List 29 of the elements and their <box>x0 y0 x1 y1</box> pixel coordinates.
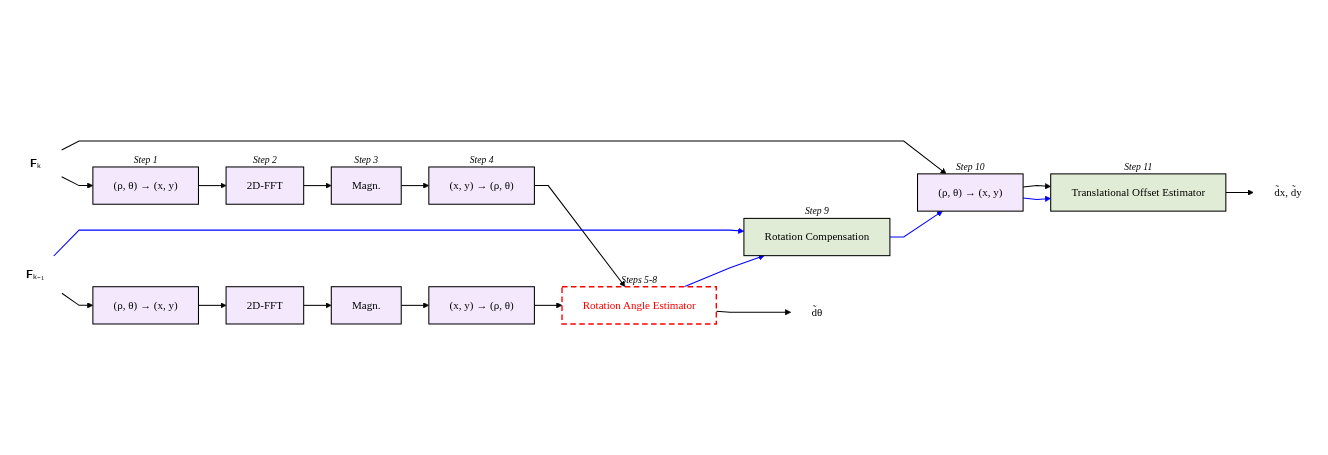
node-box: Magn. <box>330 166 402 205</box>
arrow <box>303 182 332 189</box>
node-box: (ρ, θ) → (x, y) <box>92 286 199 325</box>
arrow <box>303 302 332 309</box>
step-label: Step 1 <box>133 153 158 165</box>
node-box: (ρ, θ) → (x, y) <box>917 173 1024 212</box>
node-box: 2D-FFT <box>225 286 305 325</box>
node-text: d̃x, d̃y <box>1274 186 1302 198</box>
node-box: (x, y) → (ρ, θ) <box>428 286 535 325</box>
step-label: Step 9 <box>804 205 829 217</box>
arrow <box>889 210 943 238</box>
node-box: Rotation Angle Estimator <box>561 285 717 325</box>
node-box: Rotation Compensation <box>743 217 891 256</box>
arrow <box>1225 189 1254 196</box>
node-box: (ρ, θ) → (x, y) <box>92 166 199 205</box>
node-box: Magn. <box>330 286 402 325</box>
node-text: d̃θ <box>811 305 823 318</box>
node-box: Translational Offset Estimator <box>1050 173 1227 212</box>
step-label: Steps 5-8 <box>621 273 657 285</box>
node-box: (x, y) → (ρ, θ) <box>428 166 535 205</box>
step-label: Step 11 <box>1124 160 1153 172</box>
node-text: 𝐅ₖ <box>29 156 41 169</box>
arrow <box>61 140 947 174</box>
step-label: Step 10 <box>955 160 985 172</box>
node-box: 2D-FFT <box>225 166 305 205</box>
step-label: Step 4 <box>469 153 494 165</box>
step-label: Step 3 <box>354 153 379 165</box>
step-label: Step 2 <box>252 153 277 165</box>
node-text: 𝐅ₖ₋₁ <box>26 268 45 280</box>
